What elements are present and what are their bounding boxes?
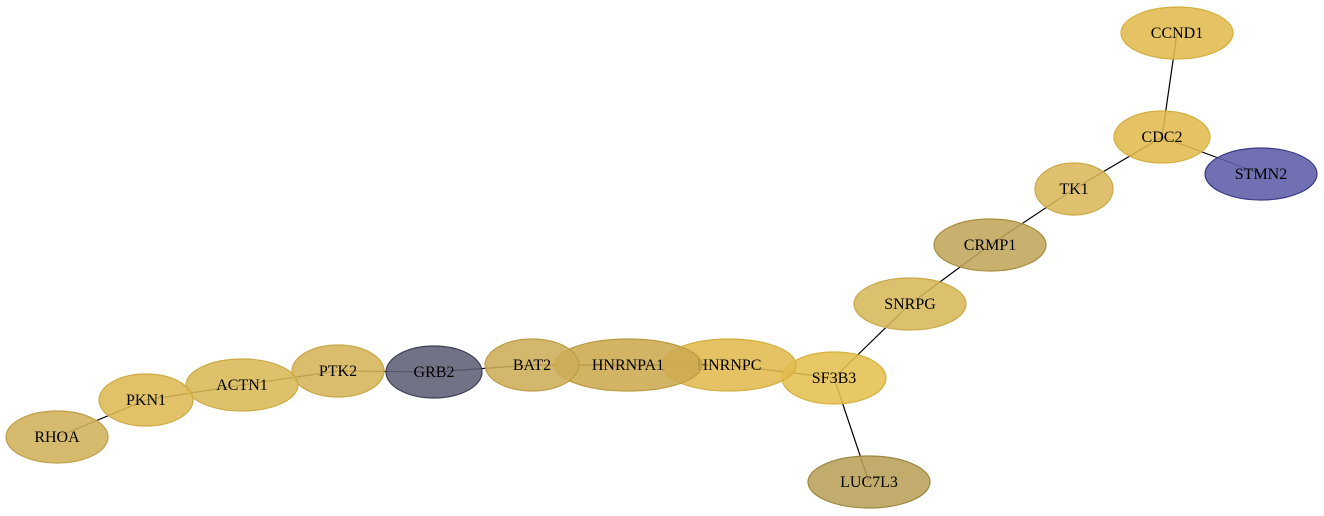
node-rhoa[interactable]: RHOA	[5, 410, 109, 464]
node-hnrnpa1[interactable]: HNRNPA1	[553, 338, 703, 392]
node-label-pkn1: PKN1	[126, 392, 166, 409]
node-label-ptk2: PTK2	[319, 363, 357, 380]
node-label-crmp1: CRMP1	[964, 237, 1016, 254]
node-shape-luc7l3[interactable]	[807, 455, 931, 509]
node-shape-grb2[interactable]	[385, 345, 483, 399]
node-label-tk1: TK1	[1059, 181, 1088, 198]
node-label-actn1: ACTN1	[216, 377, 268, 394]
node-shape-cdc2[interactable]	[1113, 110, 1211, 164]
node-label-hnrnpc: HNRNPC	[697, 357, 762, 374]
node-actn1[interactable]: ACTN1	[185, 358, 299, 412]
node-shape-ptk2[interactable]	[291, 344, 385, 398]
node-sf3b3[interactable]: SF3B3	[781, 351, 887, 405]
node-label-bat2: BAT2	[513, 357, 551, 374]
node-shape-bat2[interactable]	[484, 338, 580, 392]
node-label-snrpg: SNRPG	[884, 296, 936, 313]
node-bat2[interactable]: BAT2	[484, 338, 580, 392]
node-cdc2[interactable]: CDC2	[1113, 110, 1211, 164]
node-pkn1[interactable]: PKN1	[98, 373, 194, 427]
node-shape-ccnd1[interactable]	[1120, 6, 1234, 60]
node-shape-actn1[interactable]	[185, 358, 299, 412]
node-shape-stmn2[interactable]	[1204, 147, 1318, 201]
node-tk1[interactable]: TK1	[1034, 162, 1114, 216]
node-shape-snrpg[interactable]	[853, 277, 967, 331]
node-stmn2[interactable]: STMN2	[1204, 147, 1318, 201]
node-label-luc7l3: LUC7L3	[840, 474, 898, 491]
node-luc7l3[interactable]: LUC7L3	[807, 455, 931, 509]
node-ccnd1[interactable]: CCND1	[1120, 6, 1234, 60]
node-label-stmn2: STMN2	[1235, 166, 1287, 183]
edges-layer	[56, 32, 1262, 483]
node-shape-pkn1[interactable]	[98, 373, 194, 427]
node-label-ccnd1: CCND1	[1151, 25, 1203, 42]
node-ptk2[interactable]: PTK2	[291, 344, 385, 398]
node-grb2[interactable]: GRB2	[385, 345, 483, 399]
node-snrpg[interactable]: SNRPG	[853, 277, 967, 331]
node-shape-rhoa[interactable]	[5, 410, 109, 464]
node-crmp1[interactable]: CRMP1	[933, 218, 1047, 272]
node-label-cdc2: CDC2	[1142, 129, 1183, 146]
node-shape-crmp1[interactable]	[933, 218, 1047, 272]
node-label-grb2: GRB2	[414, 364, 455, 381]
node-shape-tk1[interactable]	[1034, 162, 1114, 216]
node-label-sf3b3: SF3B3	[812, 370, 856, 387]
node-label-rhoa: RHOA	[34, 429, 80, 446]
node-label-hnrnpa1: HNRNPA1	[592, 357, 664, 374]
